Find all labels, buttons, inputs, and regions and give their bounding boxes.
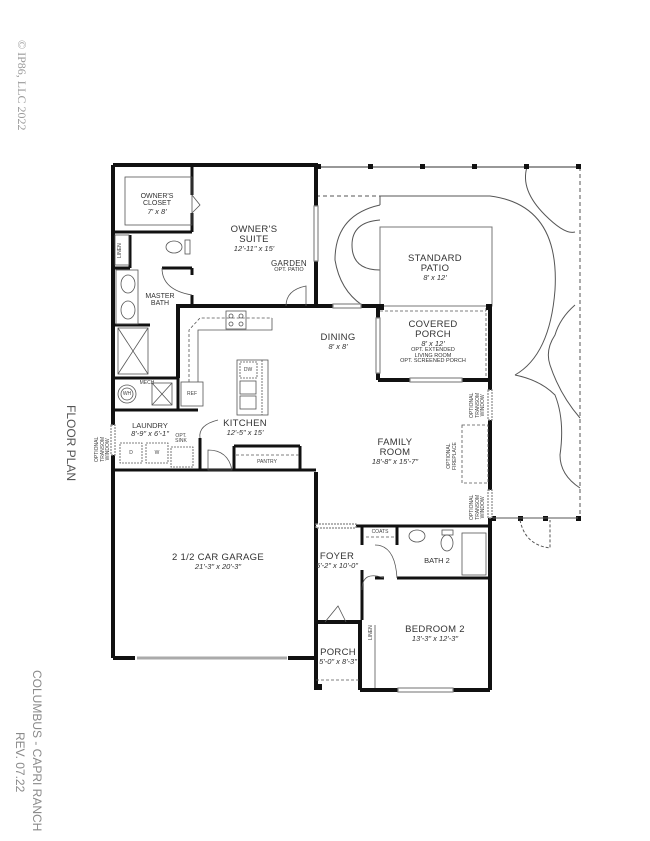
label-owners-closet: OWNER'S CLOSET 7' x 8' xyxy=(140,193,174,216)
opt-sink-label: OPT.SINK xyxy=(175,433,187,444)
label-garden: GARDEN OPT. PATIO xyxy=(270,259,308,274)
label-dining: DINING 8' x 8' xyxy=(320,332,356,351)
label-covered-porch: COVERED PORCH 8' x 12' OPT. EXTENDED LIV… xyxy=(400,319,466,365)
label-foyer: FOYER 5'-2" x 10'-0" xyxy=(316,551,358,570)
linen-bedroom-label: LINEN xyxy=(368,625,374,640)
dryer-label: D xyxy=(129,450,133,456)
label-family-room: FAMILY ROOM 18'-8" x 15'-7" xyxy=(371,437,419,466)
pantry-label: PANTRY xyxy=(257,459,277,465)
label-porch: PORCH 5'-0" x 8'-3" xyxy=(319,647,357,666)
label-owners-suite: OWNER'S SUITE 12'-11" x 15' xyxy=(230,224,278,253)
mech-label: MECH xyxy=(139,380,155,386)
coats-label: COATS xyxy=(371,529,389,535)
label-master-bath: MASTER BATH xyxy=(145,293,175,308)
refrigerator-label: REF xyxy=(187,391,197,397)
label-kitchen: KITCHEN 12'-5" x 15' xyxy=(223,418,267,437)
label-garage: 2 1/2 CAR GARAGE 21'-3" x 20'-3" xyxy=(172,552,264,571)
dishwasher-label: DW xyxy=(243,367,253,373)
washer-label: W xyxy=(154,450,160,456)
label-standard-patio: STANDARD PATIO 8' x 12' xyxy=(408,253,462,282)
label-bedroom2: BEDROOM 2 13'-3" x 12'-3" xyxy=(405,624,465,643)
label-laundry: LAUNDRY 8'-9" x 6'-1" xyxy=(131,421,169,438)
label-bath2: BATH 2 xyxy=(424,556,450,565)
water-heater-label: WH xyxy=(122,391,132,397)
linen-label: LINEN xyxy=(117,243,123,258)
